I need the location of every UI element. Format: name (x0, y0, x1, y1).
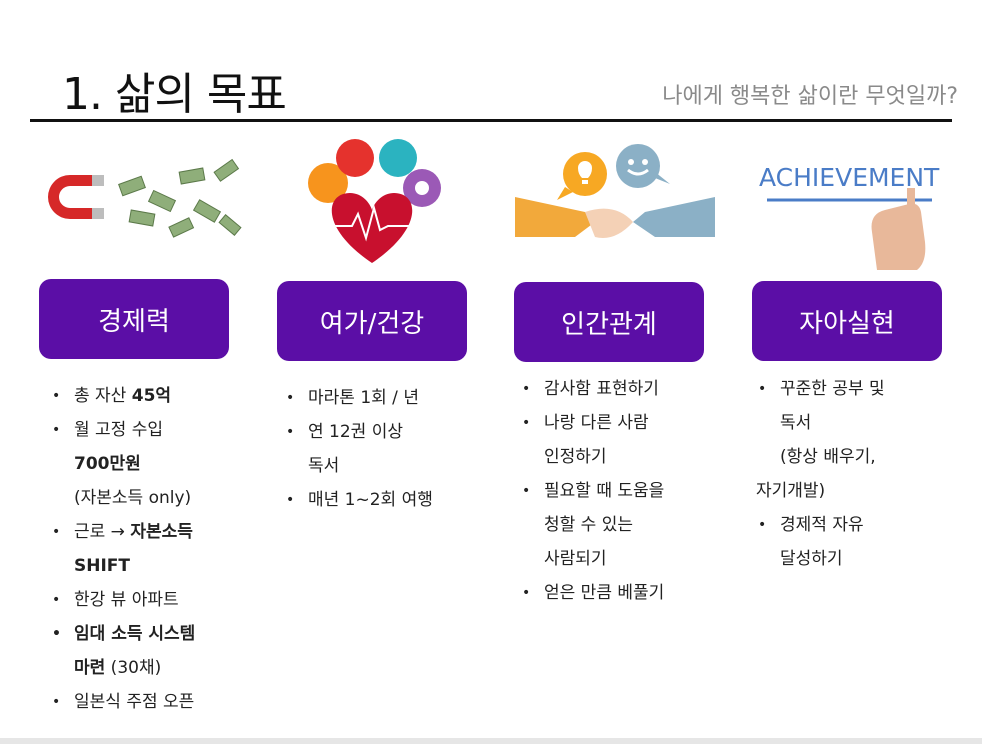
list-item: 꾸준한 공부 및 (756, 372, 956, 406)
list-item: 근로 → 자본소득 (50, 515, 250, 549)
list-item-cont: (자본소득 only) (74, 488, 192, 508)
list-item-cont: 700만원 (74, 454, 141, 474)
list-item: 마라톤 1회 / 년 (284, 381, 484, 415)
achievement-hand-icon: ACHIEVEMENT (759, 163, 940, 270)
handshake-icon (515, 144, 715, 238)
category-economy: 경제력 (39, 279, 229, 359)
list-item: 임대 소득 시스템 (50, 617, 250, 651)
list-item-cont: 청할 수 있는 (544, 515, 634, 535)
list-item-cont: SHIFT (74, 556, 131, 576)
list-item-cont: (항상 배우기, (780, 447, 876, 467)
list-item-cont: 독서 (308, 456, 340, 476)
list-item: 총 자산 45억 (50, 379, 250, 413)
list-item: 경제적 자유 (756, 508, 956, 542)
list-item-cont: 자기개발) (756, 481, 826, 501)
category-self-actualization: 자아실현 (752, 281, 942, 361)
list-item: 매년 1~2회 여행 (284, 483, 484, 517)
list-item: 월 고정 수입 (50, 413, 250, 447)
list-item-cont: 독서 (780, 413, 812, 433)
list-item: 나랑 다른 사람 (520, 406, 720, 440)
list-item: 얻은 만큼 베풀기 (520, 576, 720, 610)
economy-goal-list: 총 자산 45억 월 고정 수입 700만원 (자본소득 only) 근로 → … (50, 379, 250, 719)
list-item-cont: 인정하기 (544, 447, 607, 467)
list-item: 필요할 때 도움을 (520, 474, 720, 508)
page-title: 1. 삶의 목표 (62, 69, 287, 120)
list-item-cont: 달성하기 (780, 549, 843, 569)
title-divider (30, 119, 952, 122)
leisure-goal-list: 마라톤 1회 / 년 연 12권 이상 독서 매년 1~2회 여행 (284, 381, 484, 517)
self-actualization-goal-list: 꾸준한 공부 및 독서 (항상 배우기, 자기개발) 경제적 자유 달성하기 (756, 372, 956, 576)
magnet-money-icon (48, 158, 242, 238)
list-item: 감사함 표현하기 (520, 372, 720, 406)
category-relationships: 인간관계 (514, 282, 704, 362)
list-item: 한강 뷰 아파트 (50, 583, 250, 617)
bottom-band (0, 738, 982, 744)
list-item-cont: 사람되기 (544, 549, 607, 569)
list-item: 연 12권 이상 (284, 415, 484, 449)
svg-text:ACHIEVEMENT: ACHIEVEMENT (759, 163, 940, 192)
heart-health-icon (308, 139, 441, 263)
relationship-goal-list: 감사함 표현하기 나랑 다른 사람 인정하기 필요할 때 도움을 청할 수 있는… (520, 372, 720, 610)
page-subtitle: 나에게 행복한 삶이란 무엇일까? (662, 84, 958, 109)
list-item: 일본식 주점 오픈 (50, 685, 250, 719)
list-item-cont: 마련 (30채) (74, 658, 162, 678)
category-leisure-health: 여가/건강 (277, 281, 467, 361)
